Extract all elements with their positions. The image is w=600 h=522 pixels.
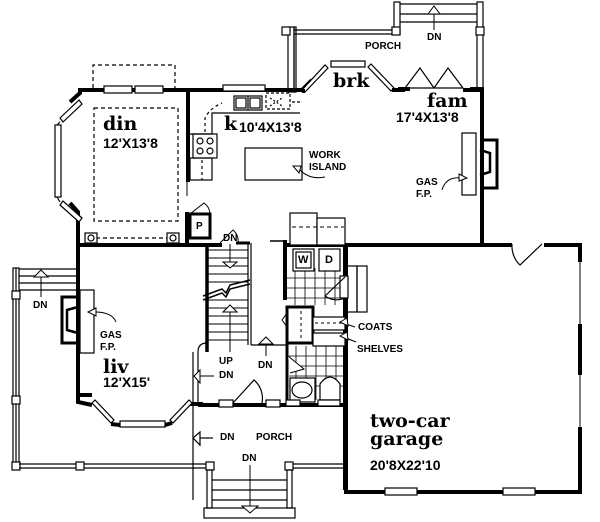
front-steps-arrow-icon xyxy=(240,465,260,514)
front-porch xyxy=(192,430,346,519)
left-porch-railing xyxy=(11,267,208,471)
shelves-pointer-icon xyxy=(338,331,357,343)
garage-entry-door xyxy=(511,240,544,266)
washer-label: W xyxy=(298,254,309,266)
foyer xyxy=(192,342,287,500)
breakfast-room-name: brk xyxy=(333,70,370,92)
top-porch-dn-label: DN xyxy=(427,32,442,43)
top-porch-railing xyxy=(281,1,485,93)
garage-size: 20'8X22'10 xyxy=(370,457,441,473)
liv-gas-fp-label-1: GAS xyxy=(100,330,122,341)
coats-pointer-icon xyxy=(338,317,356,328)
kitchen-size: 10'4X13'8 xyxy=(239,119,302,135)
liv-gas-fp-label-2: F.P. xyxy=(100,342,116,353)
coats-label: COATS xyxy=(358,322,393,333)
coat-closet xyxy=(281,305,346,347)
garage-windows xyxy=(384,262,583,496)
dryer xyxy=(318,248,341,272)
work-island-label-1: WORK xyxy=(309,150,341,161)
family-fireplace xyxy=(461,132,499,196)
top-porch-label: PORCH xyxy=(365,41,402,52)
pantry xyxy=(188,202,212,240)
fam-fireplace-pointer-icon xyxy=(441,173,469,191)
foyer-down-arrow-icon xyxy=(257,336,275,356)
breakfast-bay-windows xyxy=(301,60,482,93)
front-steps-dn-label: DN xyxy=(242,453,257,464)
living-room-name: liv xyxy=(103,356,129,378)
foyer-dn-label: DN xyxy=(258,360,273,371)
left-porch-stairs-arrow-icon xyxy=(32,269,50,297)
foyer-side-arrow-icon xyxy=(193,368,214,385)
fam-gas-fp-label-1: GAS xyxy=(416,177,438,188)
work-island-label-2: ISLAND xyxy=(309,162,347,173)
basement-dn-label: DN xyxy=(223,233,238,244)
top-porch-stairs-arrow-icon xyxy=(427,5,441,30)
stairs-dn-label: DN xyxy=(219,370,234,381)
living-fireplace xyxy=(60,289,95,354)
front-porch-dn-side-label: DN xyxy=(220,432,235,443)
living-bay-windows xyxy=(91,399,193,428)
fam-gas-fp-label-2: F.P. xyxy=(416,189,432,200)
dining-room-name: din xyxy=(103,113,138,135)
front-porch-label: PORCH xyxy=(256,432,293,443)
living-room-size: 12'X15' xyxy=(103,374,151,390)
dining-bay-windows xyxy=(54,64,180,244)
stairs-up-label: UP xyxy=(219,356,233,367)
powder-room xyxy=(285,343,345,403)
kitchen-counters xyxy=(188,84,303,181)
shelves-label: SHELVES xyxy=(357,344,403,355)
washer xyxy=(292,248,315,272)
dining-room-size: 12'X13'8 xyxy=(103,135,158,151)
pantry-label: P xyxy=(196,221,203,232)
laundry-walls xyxy=(270,212,347,490)
dryer-label: D xyxy=(325,254,333,266)
liv-fireplace-pointer-icon xyxy=(86,307,117,323)
basement-door xyxy=(218,229,250,247)
stair-up-arrow-icon xyxy=(221,304,239,352)
garage-steps xyxy=(324,265,368,313)
main-staircase xyxy=(202,243,252,352)
garage-name-line-2: garage xyxy=(370,428,444,450)
stair-down-arrow-icon xyxy=(221,244,239,269)
work-island-pointer-icon xyxy=(291,165,326,179)
kitchen-name: k xyxy=(224,113,238,135)
family-room-name: fam xyxy=(427,90,468,112)
front-door xyxy=(218,379,341,408)
garage-name-line-1: two-car xyxy=(370,410,450,432)
left-porch-dn-label: DN xyxy=(33,300,48,311)
family-room-size: 17'4X13'8 xyxy=(396,109,459,125)
